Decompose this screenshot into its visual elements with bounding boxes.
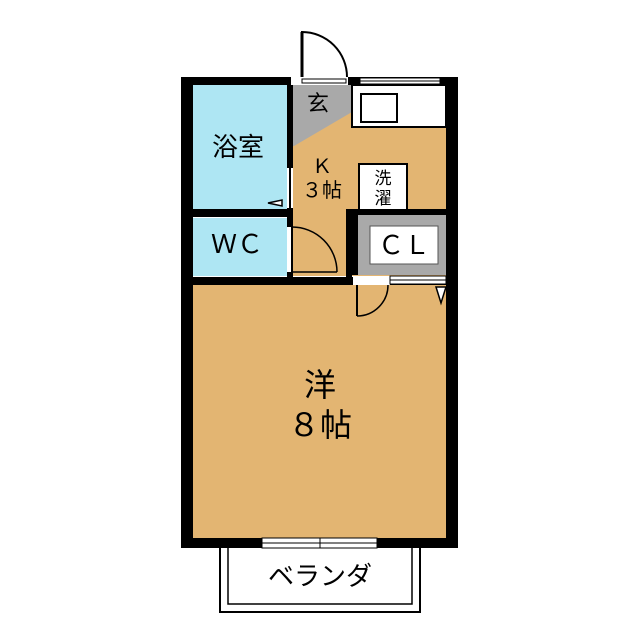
kitchen-name-label: Ｋ xyxy=(312,154,332,178)
toilet-door-opening xyxy=(287,227,293,272)
kitchen-size-label: ３帖 xyxy=(302,178,342,202)
toilet-door-swing xyxy=(291,226,338,273)
balcony-outline xyxy=(219,548,421,613)
western-door-opening xyxy=(353,277,390,285)
toilet-label: ＷＣ xyxy=(211,230,263,260)
laundry-label-1: 洗 xyxy=(375,169,392,189)
western-name-label: 洋 xyxy=(304,366,336,404)
closet-inner xyxy=(369,225,439,265)
western-door-swing xyxy=(356,284,389,317)
closet-door-arrow xyxy=(434,286,448,306)
entrance-door-swing xyxy=(301,30,348,78)
laundry-label-2: 濯 xyxy=(375,189,392,209)
entrance-step xyxy=(301,78,347,84)
floor-toilet xyxy=(187,218,287,276)
balcony-label: ベランダ xyxy=(268,562,372,592)
closet-label: ＣＬ xyxy=(378,231,430,261)
bath-door-arrow xyxy=(267,199,283,207)
floor-bath xyxy=(187,83,287,211)
floor-entrance xyxy=(292,84,352,146)
kitchen-sink xyxy=(360,93,398,123)
bath-label: 浴室 xyxy=(212,133,264,163)
laundry-space xyxy=(358,163,408,211)
balcony-inner xyxy=(227,548,413,605)
western-size-label: ８帖 xyxy=(288,406,352,444)
entrance-label: 玄 xyxy=(307,92,329,117)
floor-western xyxy=(187,282,453,540)
